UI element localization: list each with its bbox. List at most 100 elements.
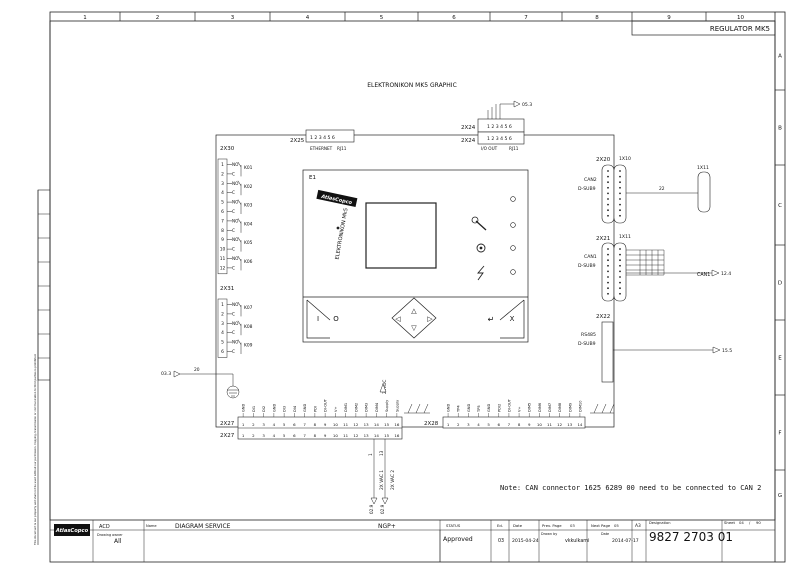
indicator-dot: [336, 226, 340, 230]
row-label: F: [778, 431, 781, 437]
drawing-owner: All: [114, 538, 122, 545]
connector-2x27-ref: 2X27: [220, 421, 235, 427]
connector-2x21-ref: 2X21: [596, 236, 610, 242]
supply-arrow: [379, 383, 387, 393]
x27-pin-signal: DI3: [283, 406, 287, 412]
relay-contact-name: C: [232, 349, 235, 354]
relay-pin-number: 12: [220, 265, 226, 271]
connector-2x24-ref-bottom: 2X24: [461, 138, 476, 144]
designation-label: Designation: [649, 521, 671, 525]
supply-feed-ref-a: 02.9: [369, 504, 374, 514]
margin-notice: This document is our property and shall …: [33, 354, 37, 545]
relay-pin-number: 3: [221, 181, 224, 187]
drawing-title: REGULATOR MK5: [710, 25, 770, 33]
nav-right-button[interactable]: ▷: [427, 315, 433, 323]
relay-contact-symbol: [237, 237, 242, 252]
x28-pin-number: 6: [498, 422, 501, 427]
nav-up-button[interactable]: △: [411, 307, 417, 315]
wrench-icon: [471, 216, 487, 231]
margin-table: [37, 189, 51, 381]
relay-pin-number: 6: [221, 209, 224, 215]
company-logo: AtlasCopco: [55, 528, 89, 534]
x30-pin-strip: [217, 158, 228, 275]
relay-contact-symbol: [237, 255, 242, 271]
start-button[interactable]: I: [317, 315, 319, 323]
nav-left-button[interactable]: ◁: [395, 315, 401, 323]
connector-2x21-label1: CAN1: [584, 254, 597, 260]
column-label: 3: [231, 15, 235, 21]
x27-pin-number: 7: [303, 422, 306, 427]
dsub-pin-dot: [619, 276, 621, 278]
x27-pin-number: 15: [384, 422, 389, 427]
relay-name: K04: [244, 221, 253, 227]
row-label: C: [778, 203, 782, 209]
ground-ring: [226, 385, 240, 399]
bolt-shape: [477, 265, 485, 281]
connector-2x24-type: RJ11: [509, 146, 519, 151]
relay-pin-number: 7: [221, 218, 224, 224]
relay-pin-number: 9: [221, 237, 224, 243]
x27-pin-signal: DI1: [252, 406, 256, 412]
x28-pin-number: 10: [537, 422, 542, 427]
next-page-label: Next Page: [591, 523, 611, 528]
relay-name: K05: [244, 240, 253, 246]
connector-2x25: 2X25 1 2 3 4 5 6 ETHERNET RJ11: [290, 129, 355, 151]
relay-contact-symbol: [237, 199, 242, 214]
ground-icon: [227, 389, 239, 397]
column-label: 5: [380, 15, 384, 21]
supply-feed-label-b: 2X VAC 2: [390, 470, 396, 490]
x28-pin-signal: GND: [467, 404, 471, 412]
ed-value: 03: [498, 538, 504, 544]
connector-2x22-label1: RS485: [581, 332, 596, 338]
dsub-pin-dot: [619, 281, 621, 284]
x28-pin-number: 5: [487, 422, 490, 427]
relay-contact-name: C: [232, 247, 235, 252]
x28-pin-number: 1: [447, 422, 450, 427]
dsub-pin-dot: [607, 203, 609, 206]
nav-down-button[interactable]: ▽: [411, 324, 417, 332]
x27-pin-number-lower: 14: [374, 433, 379, 438]
drawn-by-label: Drawn by: [541, 532, 557, 536]
stop-button[interactable]: O: [333, 315, 339, 323]
enter-key-frame: [499, 299, 525, 339]
relay-contact-symbol: [237, 180, 242, 196]
controller-brand-logo: AtlasCopco: [316, 189, 358, 208]
connector-2x24-pins-top: 1 2 3 4 5 6: [487, 124, 512, 130]
x27-pin-number-lower: 6: [293, 433, 296, 438]
escape-button[interactable]: X: [510, 315, 515, 323]
ed-label: Ed.: [497, 523, 503, 528]
x27-pin-number-lower: 15: [384, 433, 389, 438]
connector-2x21-dest: 12.4: [721, 271, 731, 277]
controller-panel: E1 AtlasCopco ELEKTRONIKON Mk5: [302, 169, 529, 343]
x27-pin-signal: GND: [303, 404, 307, 412]
dsub-pin-dot: [619, 287, 621, 290]
relay-name: K02: [244, 184, 253, 190]
x28-pin-number: 14: [577, 422, 582, 427]
relay-contact-name: NO: [232, 256, 239, 261]
controller-name: ELEKTRONIKON Mk5: [335, 208, 350, 260]
display-screen: [365, 202, 437, 269]
x28-pin-signal: DI-OUT: [507, 398, 511, 412]
x28-pin-signal: DIM8: [558, 402, 562, 412]
connector-2x20-ref: 2X20: [596, 157, 611, 163]
drawn-date-value: 2014-07-17: [612, 538, 639, 544]
status-icons: [471, 196, 516, 281]
dsub-pin-dot: [619, 253, 621, 256]
dsub-pin-dot: [607, 276, 609, 278]
relay-contact-symbol: [237, 320, 242, 336]
ground-ref-wire-number: 20: [194, 367, 200, 373]
dsub-pin-dot: [607, 192, 609, 195]
x27-pin-number: 13: [364, 422, 369, 427]
sheet-separator: /: [749, 520, 751, 525]
relay-contact-name: C: [232, 265, 235, 270]
connector-2x22-body: [601, 321, 614, 383]
x28-pin-number: 11: [547, 422, 552, 427]
x28-pin-signal: V+: [518, 407, 522, 412]
connector-2x24-arrow: [513, 100, 521, 108]
enter-button[interactable]: ↵: [488, 315, 495, 324]
row-label: E: [778, 356, 782, 362]
x28-pin-signal: DIM10: [578, 400, 582, 412]
x27-pin-number: 5: [283, 422, 286, 427]
connector-2x20-label1: CAN2: [584, 177, 597, 183]
